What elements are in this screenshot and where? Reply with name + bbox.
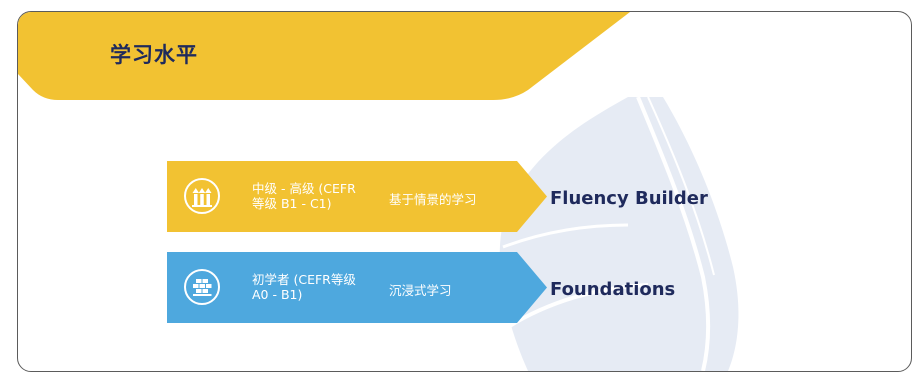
level-arrow-blue <box>167 252 547 323</box>
header-banner <box>18 12 630 100</box>
level-row-fluency-builder: 中级 - 高级 (CEFR 等级 B1 - C1) 基于情景的学习 <box>167 161 547 232</box>
learning-method: 基于情景的学习 <box>389 192 477 207</box>
learning-level-card: 学习水平 <box>17 11 912 372</box>
product-name-fluency-builder: Fluency Builder <box>550 188 708 209</box>
bars-up-icon <box>184 178 220 214</box>
level-arrow-yellow <box>167 161 547 232</box>
level-description: 初学者 (CEFR等级 A0 - B1) <box>252 272 356 302</box>
background-road-shape <box>499 97 739 371</box>
learning-method: 沉浸式学习 <box>389 283 452 298</box>
page-title: 学习水平 <box>110 43 198 67</box>
bricks-icon <box>184 269 220 305</box>
product-name-foundations: Foundations <box>550 279 676 300</box>
level-description: 中级 - 高级 (CEFR 等级 B1 - C1) <box>252 181 356 211</box>
level-row-foundations: 初学者 (CEFR等级 A0 - B1) 沉浸式学习 <box>167 252 547 323</box>
